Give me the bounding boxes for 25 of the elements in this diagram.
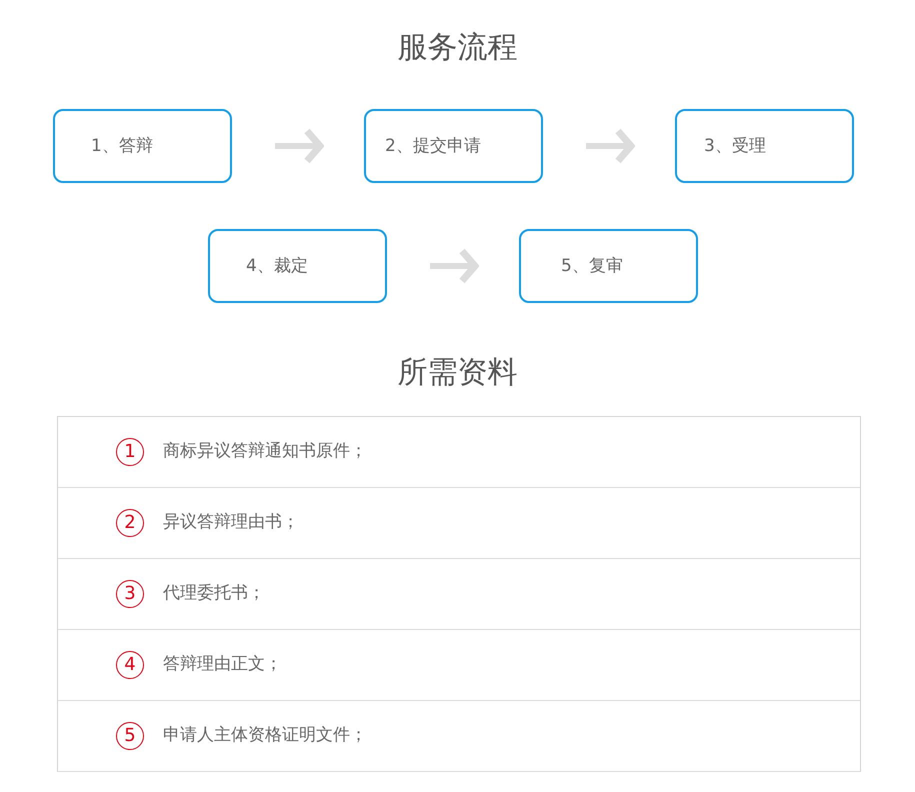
diagram-title: 服务流程 (398, 30, 518, 66)
arrow (586, 128, 634, 164)
step-label: 3、受理 (704, 135, 766, 157)
requirement-text: 答辩理由正文； (163, 652, 282, 674)
step-box (675, 109, 854, 183)
requirement-text: 商标异议答辩通知书原件； (163, 440, 367, 462)
step-label: 5、复审 (561, 255, 623, 277)
circled-number: 3 (116, 580, 144, 608)
step-label: 1、答辩 (91, 135, 153, 157)
circled-number: 2 (116, 508, 144, 536)
circled-number: 4 (116, 650, 144, 678)
step-box (364, 109, 543, 183)
circled-number: 5 (116, 722, 144, 750)
arrow (275, 128, 324, 164)
arrow (430, 248, 478, 284)
step-label: 2、提交申请 (385, 135, 481, 157)
requirement-text: 申请人主体资格证明文件； (163, 724, 367, 746)
step-box (519, 229, 698, 303)
step-box (53, 109, 232, 183)
step-box (208, 229, 387, 303)
requirement-text: 异议答辩理由书； (163, 510, 299, 532)
requirement-text: 代理委托书； (163, 582, 265, 604)
section-heading: 所需资料 (398, 355, 518, 391)
step-label: 4、裁定 (246, 255, 308, 277)
circled-number: 1 (116, 438, 144, 466)
